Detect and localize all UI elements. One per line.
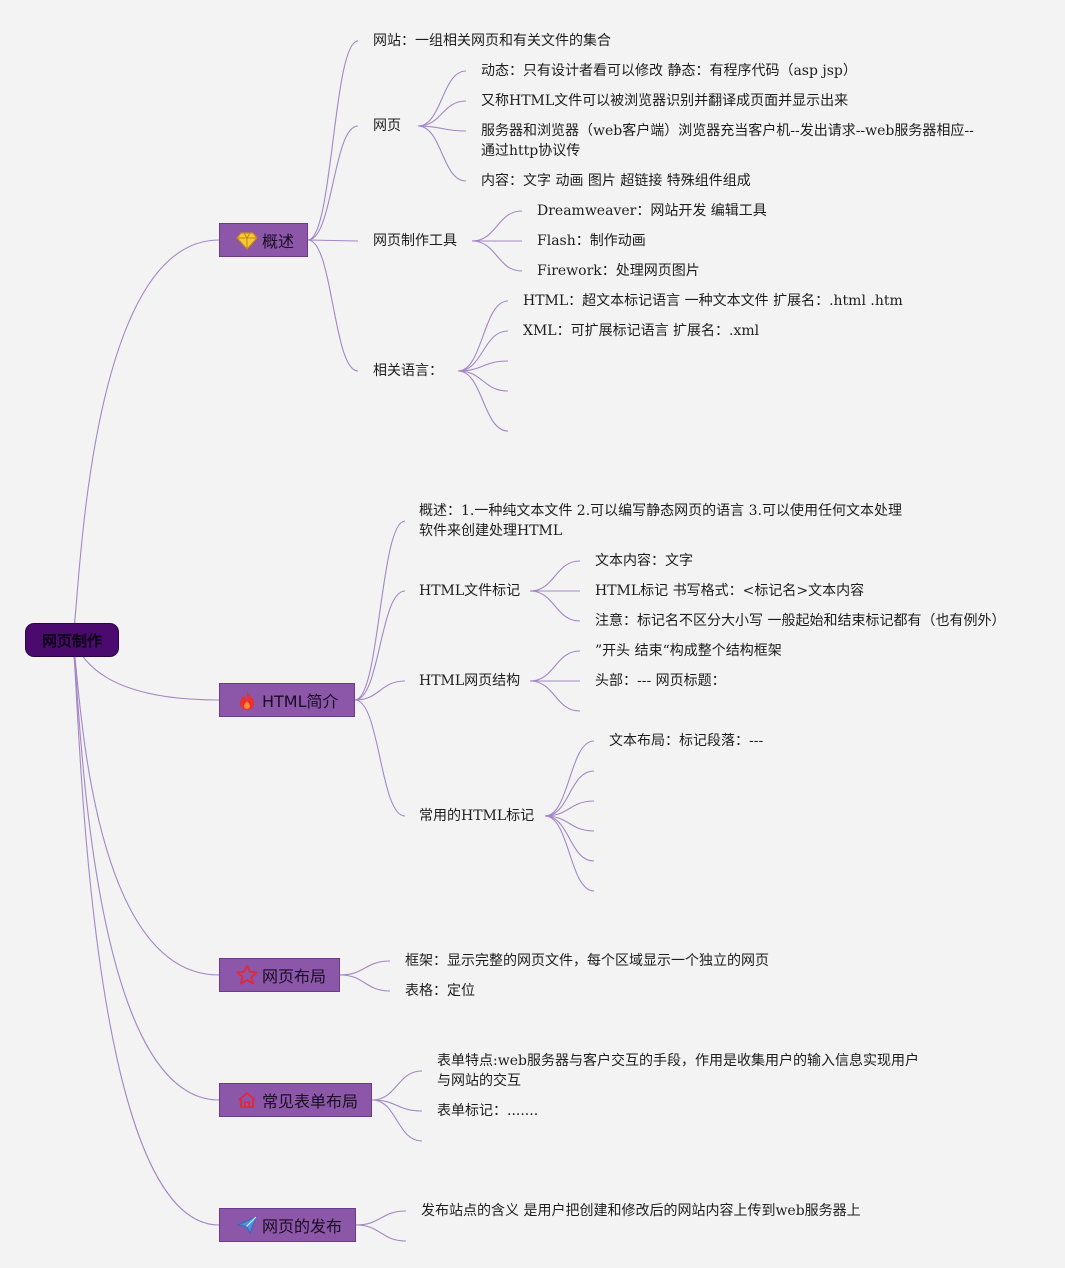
- connector-line: [354, 590, 406, 701]
- node-form-item[interactable]: 表单特点:web服务器与客户交互的手段，作用是收集用户的输入信息实现用户与网站的…: [437, 1053, 919, 1089]
- node-webpage[interactable]: 网页: [373, 118, 401, 134]
- connector-line: [339, 960, 391, 976]
- node-layout-item[interactable]: 表格：定位: [405, 983, 475, 999]
- connector-line: [71, 239, 220, 641]
- connector-line: [339, 974, 391, 992]
- connector-line: [529, 560, 581, 592]
- node-webpage-item[interactable]: 动态：只有设计者看可以修改 静态：有程序代码（asp jsp）: [481, 63, 857, 79]
- node-tool-item[interactable]: Firework：处理网页图片: [537, 263, 700, 279]
- star-icon: [236, 964, 258, 986]
- branch-form-layout[interactable]: 常见表单布局: [219, 1083, 372, 1117]
- connector-line: [354, 680, 406, 701]
- branch-overview[interactable]: 概述: [219, 223, 308, 257]
- connector-line: [417, 100, 467, 127]
- connector-line: [471, 210, 523, 242]
- connector-line: [417, 125, 467, 182]
- node-webpage-item[interactable]: 又称HTML文件可以被浏览器识别并翻译成页面并显示出来: [481, 93, 849, 109]
- node-file-tag-item[interactable]: 注意：标记名不区分大小写 一般起始和结束标记都有（也有例外）: [595, 613, 1006, 629]
- diamond-icon: [236, 229, 258, 251]
- connector-line: [371, 1099, 423, 1142]
- connector-line: [307, 125, 359, 241]
- connector-line: [354, 699, 406, 817]
- connector-line: [417, 125, 467, 132]
- node-file-tag-item[interactable]: 文本内容：文字: [595, 553, 693, 569]
- connector-line: [355, 1210, 407, 1226]
- node-structure-item[interactable]: 头部：--- 网页标题：: [595, 673, 726, 689]
- connector-line: [457, 300, 509, 372]
- fire-icon: [236, 689, 258, 711]
- branch-label: 概述: [262, 232, 295, 251]
- connector-line: [529, 680, 581, 712]
- connector-line: [417, 70, 467, 127]
- node-webpage-item[interactable]: 内容：文字 动画 图片 超链接 特殊组件组成: [481, 173, 751, 189]
- home-icon: [236, 1089, 258, 1111]
- connector-line: [544, 800, 595, 817]
- node-website[interactable]: 网站：一组相关网页和有关文件的集合: [373, 33, 611, 49]
- connector-line: [544, 815, 595, 862]
- connector-line: [307, 239, 359, 372]
- connector-line: [457, 330, 509, 372]
- node-layout-item[interactable]: 框架：显示完整的网页文件，每个区域显示一个独立的网页: [405, 953, 769, 969]
- node-form-item[interactable]: 表单标记：.......: [437, 1103, 539, 1119]
- node-tool-item[interactable]: Dreamweaver：网站开发 编辑工具: [537, 203, 767, 219]
- connector-line: [544, 740, 595, 817]
- node-language-item[interactable]: HTML：超文本标记语言 一种文本文件 扩展名：.html .htm: [523, 293, 903, 309]
- node-common-tags[interactable]: 常用的HTML标记: [419, 808, 535, 824]
- node-file-tags[interactable]: HTML文件标记: [419, 583, 521, 599]
- node-file-tag-item[interactable]: HTML标记 书写格式：<标记名>文本内容: [595, 583, 865, 599]
- send-icon: [236, 1214, 258, 1236]
- node-webpage-item[interactable]: 服务器和浏览器（web客户端）浏览器充当客户机--发出请求--web服务器相应-…: [481, 123, 974, 159]
- root-node[interactable]: 网页制作: [25, 623, 119, 657]
- connector-line: [307, 239, 359, 242]
- connector-line: [544, 815, 595, 892]
- node-language-item[interactable]: XML：可扩展标记语言 扩展名：.xml: [523, 323, 760, 339]
- connector-line: [457, 370, 509, 432]
- connector-line: [529, 590, 581, 622]
- connector-line: [544, 770, 595, 817]
- node-common-tag-item[interactable]: 文本布局：标记段落：---: [609, 733, 764, 749]
- node-structure-item[interactable]: ”开头 结束“构成整个结构框架: [595, 643, 782, 659]
- connector-line: [71, 639, 220, 1226]
- branch-label: 网页的发布: [262, 1217, 343, 1236]
- connector-line: [457, 360, 509, 372]
- branch-label: HTML简介: [262, 692, 339, 711]
- connector-line: [354, 520, 406, 701]
- connector-line: [471, 240, 523, 272]
- node-publish-item[interactable]: 发布站点的含义 是用户把创建和修改后的网站内容上传到web服务器上: [421, 1203, 861, 1219]
- branch-html-intro[interactable]: HTML简介: [219, 683, 355, 717]
- connector-line: [371, 1070, 423, 1101]
- connector-line: [71, 639, 220, 1101]
- branch-label: 网页布局: [262, 967, 327, 986]
- branch-page-layout[interactable]: 网页布局: [219, 958, 340, 992]
- node-html-summary[interactable]: 概述：1.一种纯文本文件 2.可以编写静态网页的语言 3.可以使用任何文本处理软…: [419, 503, 902, 539]
- connector-line: [307, 40, 359, 241]
- branch-publish[interactable]: 网页的发布: [219, 1208, 356, 1242]
- connector-line: [457, 370, 509, 392]
- node-structure[interactable]: HTML网页结构: [419, 673, 521, 689]
- connector-line: [71, 639, 220, 976]
- node-tool-item[interactable]: Flash：制作动画: [537, 233, 646, 249]
- node-languages[interactable]: 相关语言：: [373, 363, 443, 379]
- connector-line: [529, 650, 581, 682]
- connector-line: [355, 1224, 407, 1242]
- node-tools[interactable]: 网页制作工具: [373, 233, 457, 249]
- branch-label: 常见表单布局: [262, 1092, 359, 1111]
